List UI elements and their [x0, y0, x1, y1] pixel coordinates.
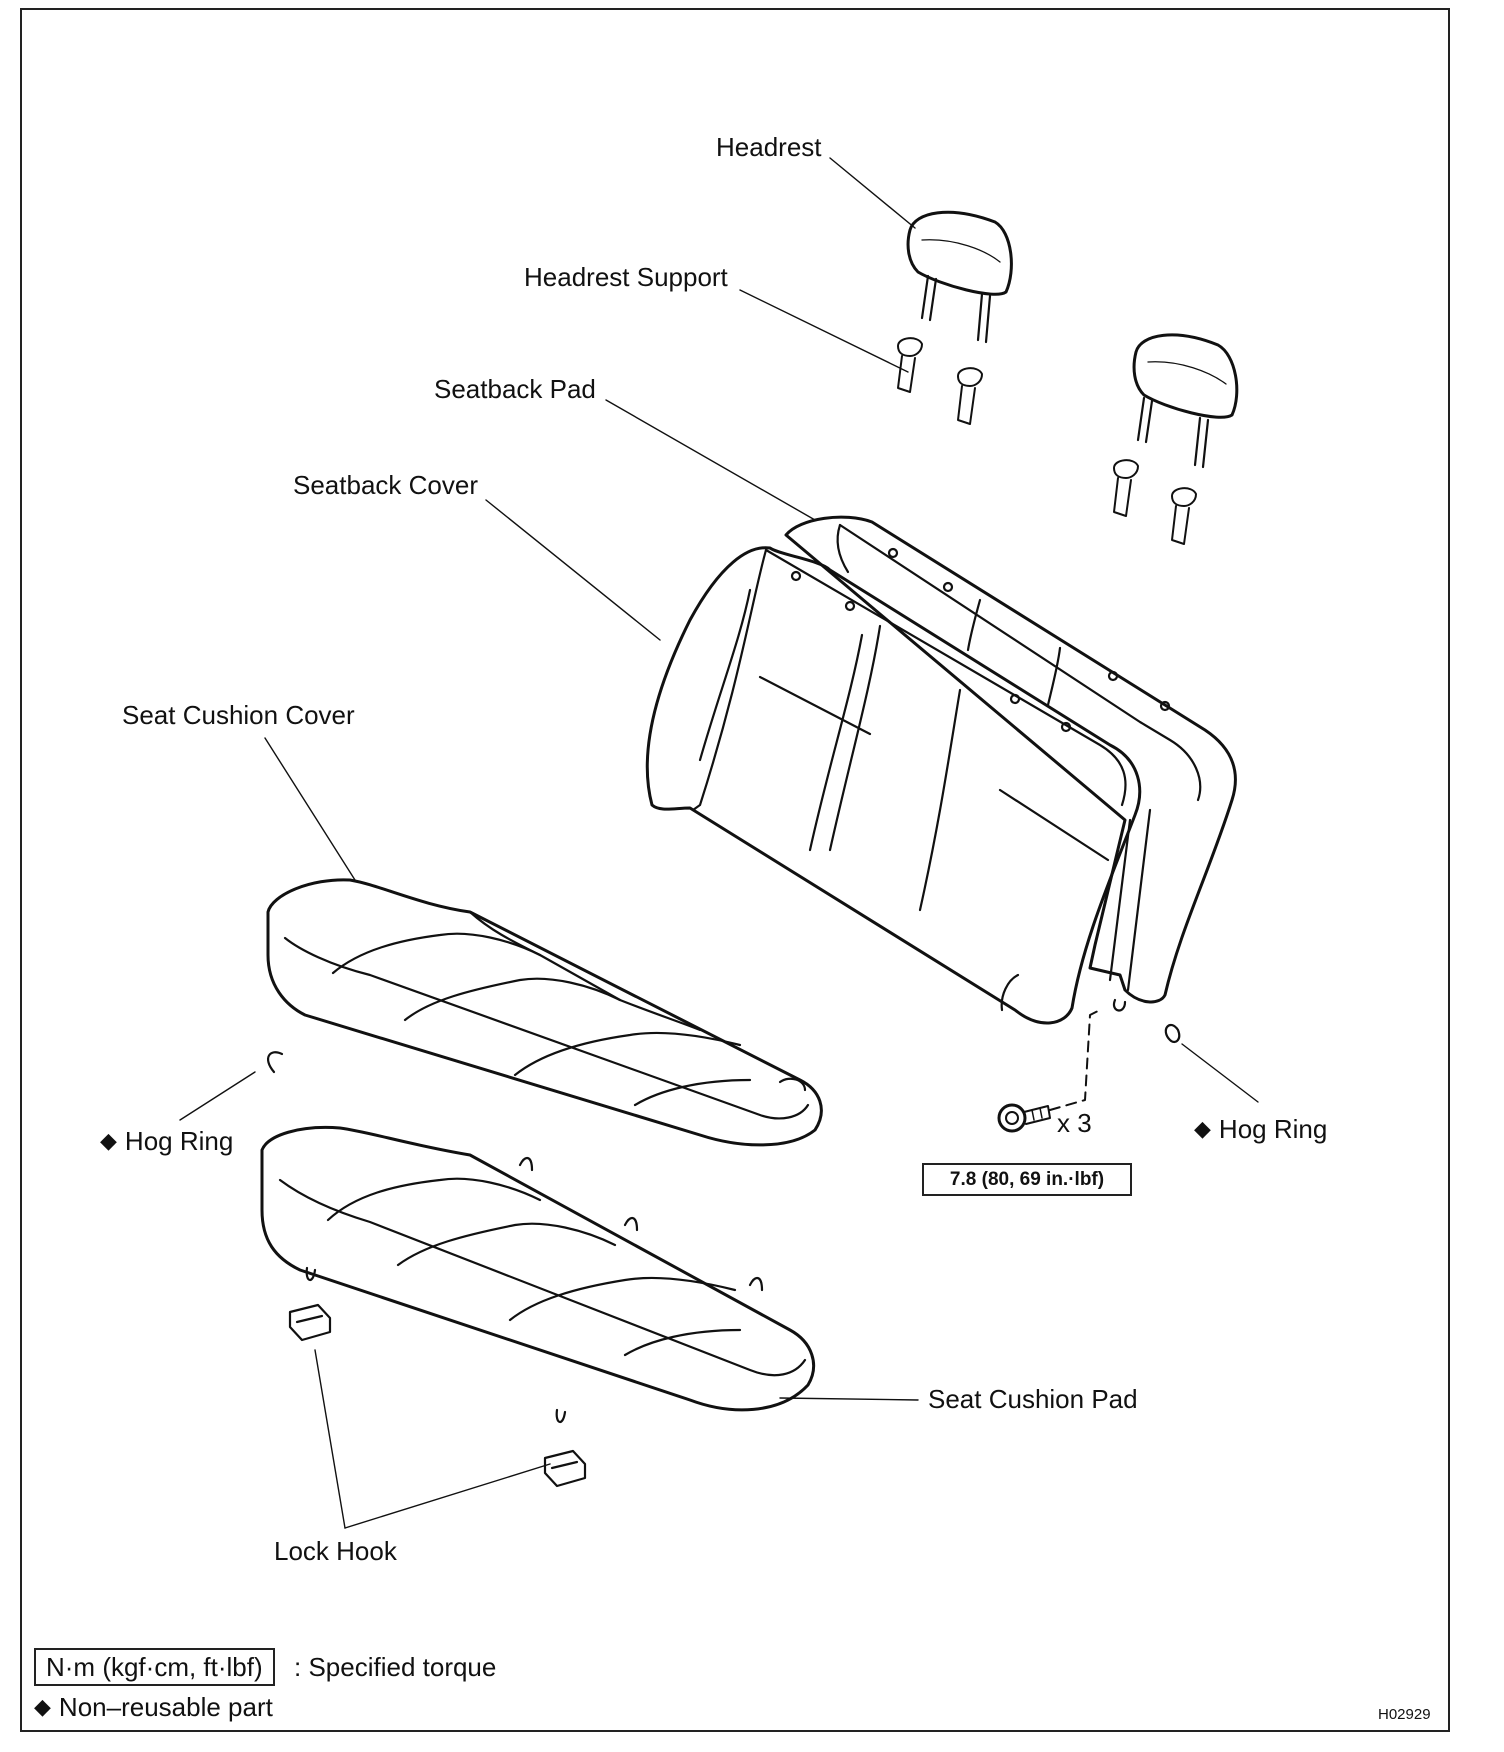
non-reusable-diamond-icon: ◆	[100, 1128, 117, 1153]
bolt-drawing	[997, 1009, 1101, 1133]
label-headrest: Headrest	[716, 132, 822, 162]
figure-id: H02929	[1378, 1706, 1431, 1723]
seat-cushion-cover-drawing	[266, 878, 823, 1147]
torque-spec-box: 7.8 (80, 69 in.·lbf)	[922, 1163, 1132, 1196]
diagram-frame	[20, 8, 1450, 1732]
legend-torque-unit-box: N·m (kgf·cm, ft·lbf)	[34, 1648, 275, 1686]
legend-non-reusable: ◆ Non–reusable part	[34, 1692, 273, 1723]
legend-non-reusable-text: Non–reusable part	[58, 1692, 273, 1722]
label-seat-cushion-pad: Seat Cushion Pad	[928, 1384, 1138, 1414]
lock-hooks-drawing	[288, 1303, 587, 1488]
label-headrest-support: Headrest Support	[524, 262, 728, 292]
label-seatback-cover: Seatback Cover	[293, 470, 478, 500]
label-seat-cushion-cover: Seat Cushion Cover	[122, 700, 355, 730]
label-hog-ring-left: ◆ Hog Ring	[100, 1128, 233, 1154]
label-seatback-pad: Seatback Pad	[434, 374, 596, 404]
non-reusable-diamond-icon: ◆	[1194, 1116, 1211, 1141]
seatback-pad-drawing	[784, 515, 1237, 1012]
headrest-supports-drawing	[897, 337, 1197, 545]
headrest-2-drawing	[1132, 333, 1239, 469]
label-hog-ring-right: ◆ Hog Ring	[1194, 1116, 1327, 1142]
legend-torque-description: : Specified torque	[294, 1652, 497, 1682]
seatback-cover-drawing	[645, 546, 1142, 1025]
hog-rings-drawing	[266, 1023, 1181, 1074]
headrest-1-drawing	[906, 210, 1013, 344]
label-lock-hook: Lock Hook	[274, 1536, 397, 1566]
seat-cushion-pad-drawing	[260, 1125, 816, 1423]
hog-ring-left-text: Hog Ring	[124, 1126, 234, 1156]
non-reusable-diamond-icon: ◆	[34, 1694, 51, 1719]
leader-lines	[179, 157, 1259, 1529]
hog-ring-right-text: Hog Ring	[1218, 1114, 1328, 1144]
bolt-quantity: x 3	[1057, 1108, 1092, 1138]
